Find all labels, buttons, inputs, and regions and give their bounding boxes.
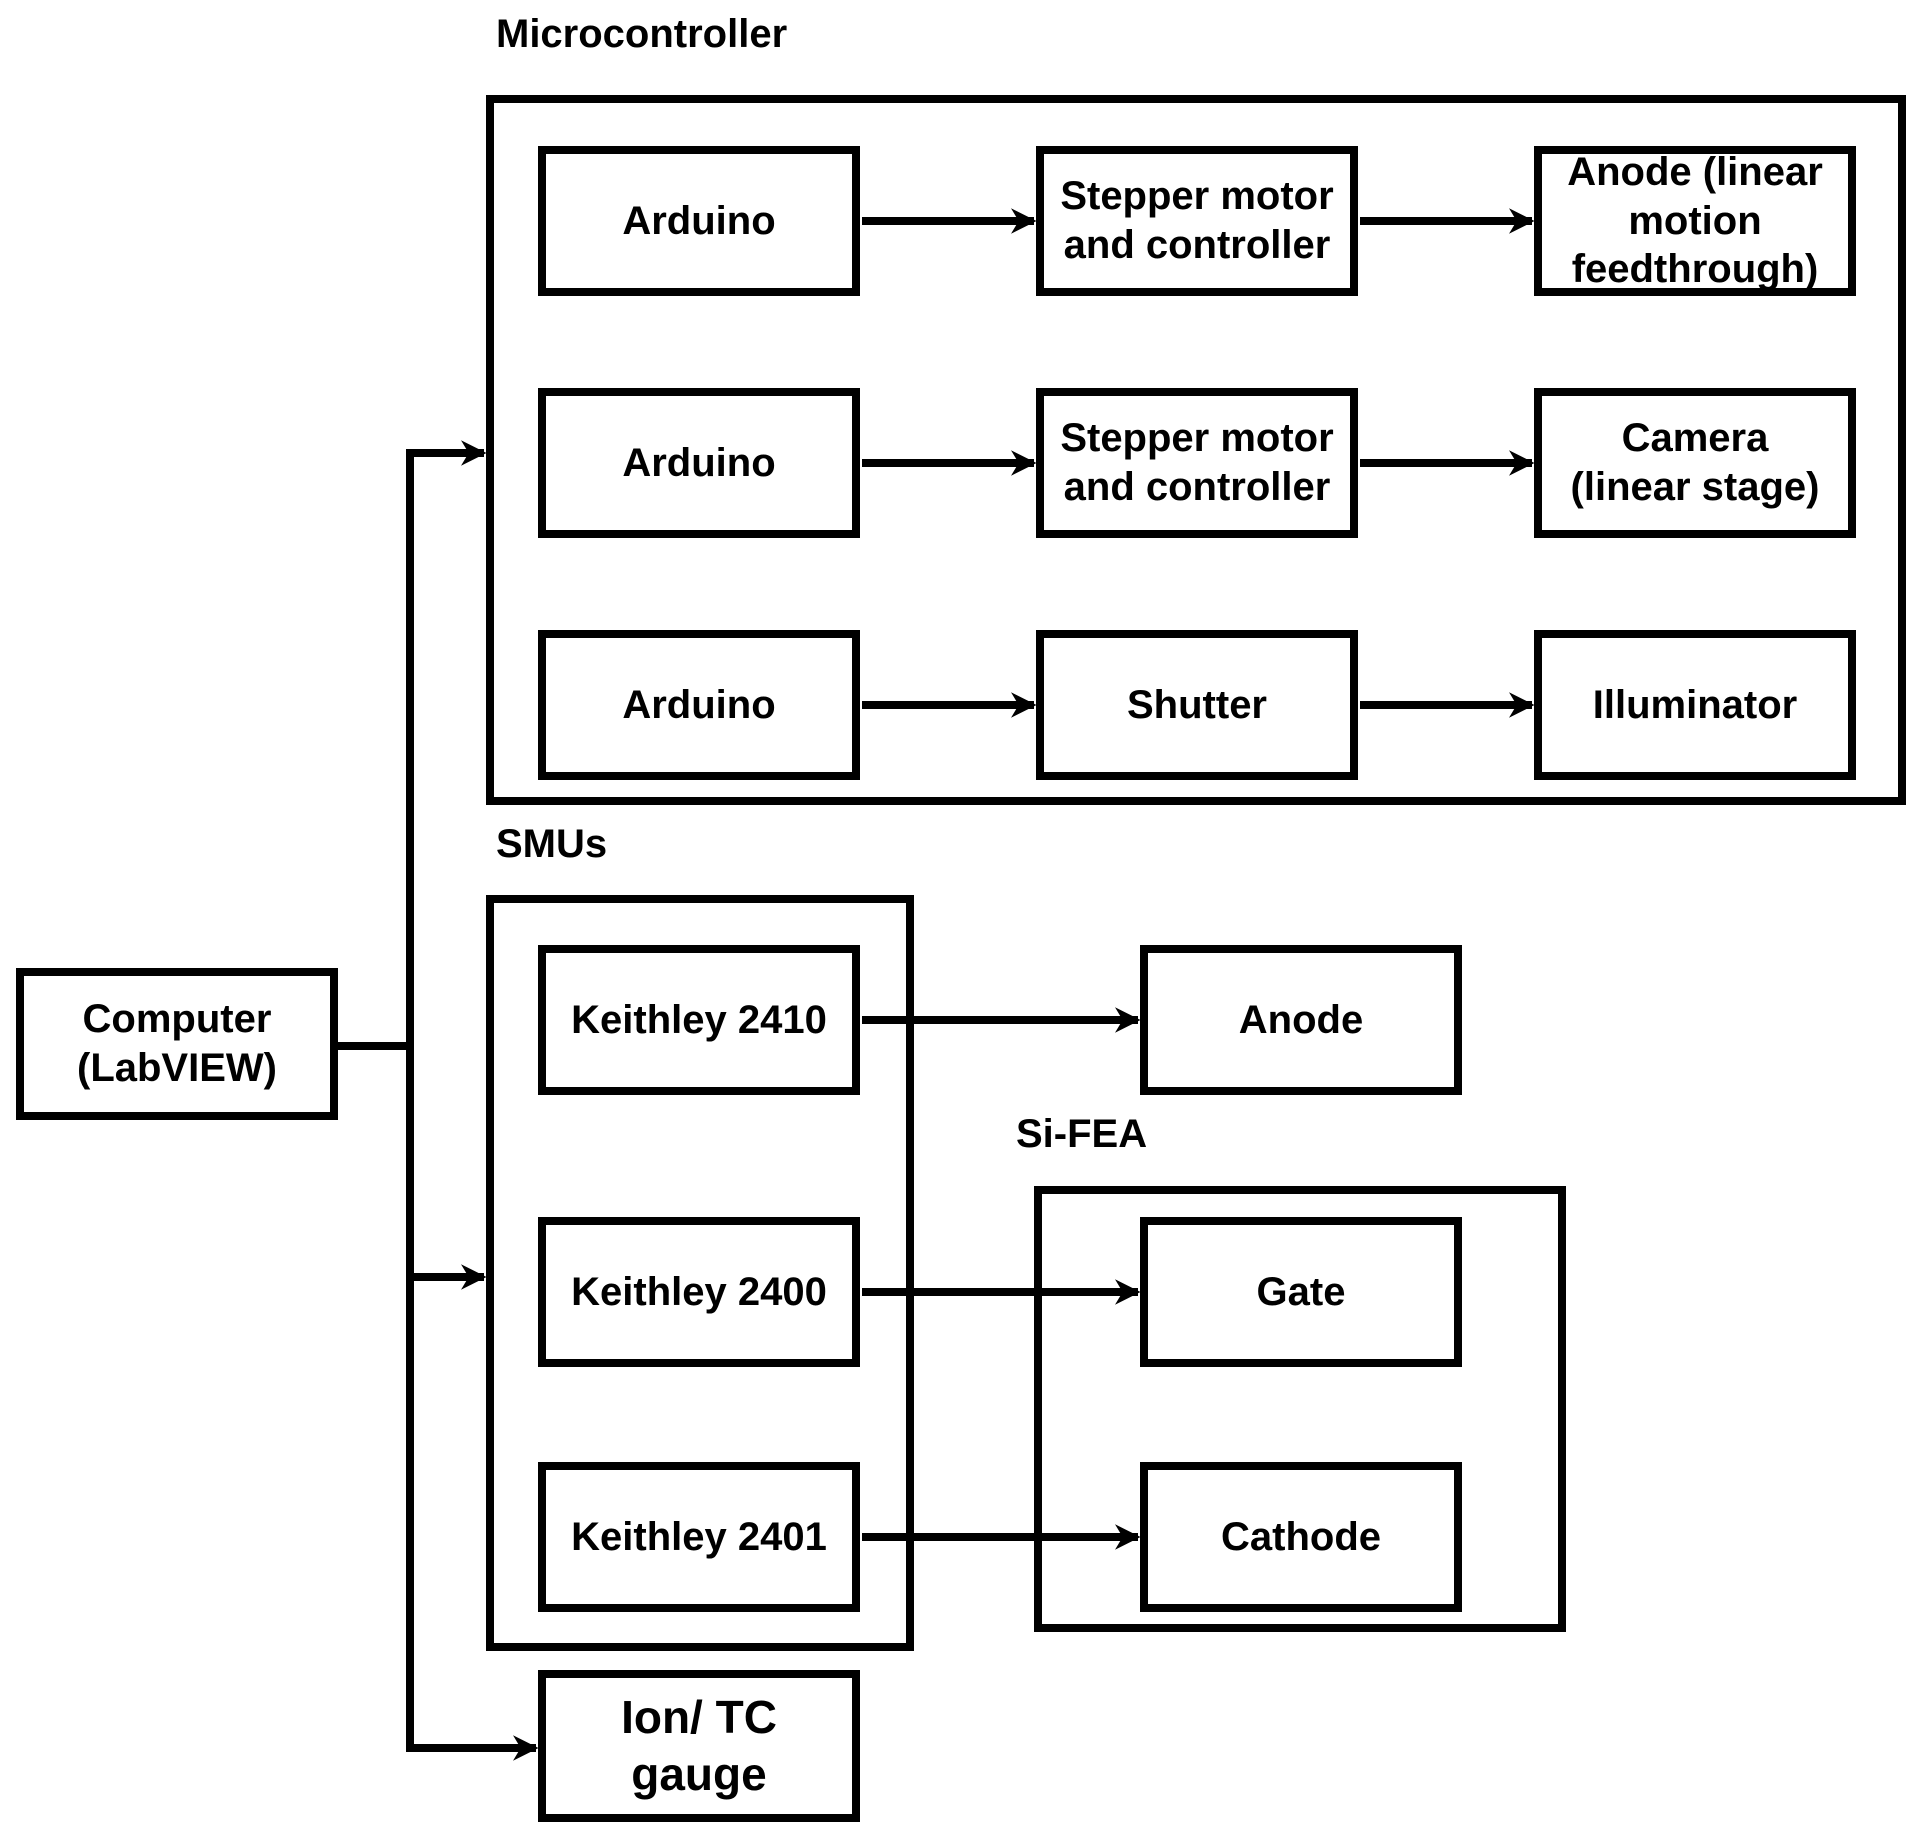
shutter-label: Shutter [1127,682,1267,727]
ion-tc-gauge-label: Ion/ TC gauge [621,1690,777,1801]
computer-node: Computer (LabVIEW) [16,968,338,1120]
arduino-3-label: Arduino [622,682,776,727]
camera-node: Camera (linear stage) [1534,388,1856,538]
stepper-1-label: Stepper motor and controller [1060,174,1334,267]
camera-label: Camera (linear stage) [1570,416,1820,509]
arduino-1-node: Arduino [538,146,860,296]
gate-node: Gate [1140,1217,1462,1367]
keithley-2400-node: Keithley 2400 [538,1217,860,1367]
microcontroller-group [486,95,1906,805]
cathode-node: Cathode [1140,1462,1462,1612]
smus-group-title: SMUs [496,822,608,866]
anode-node: Anode [1140,945,1462,1095]
gate-label: Gate [1256,1269,1346,1314]
keithley-2400-label: Keithley 2400 [571,1269,827,1314]
illuminator-node: Illuminator [1534,630,1856,780]
smus-group [486,895,914,1651]
anode-label: Anode [1238,997,1364,1042]
illuminator-label: Illuminator [1592,682,1798,727]
stepper-2-label: Stepper motor and controller [1060,416,1334,509]
keithley-2401-label: Keithley 2401 [571,1514,827,1559]
arduino-2-node: Arduino [538,388,860,538]
stepper-1-node: Stepper motor and controller [1036,146,1358,296]
computer-label: Computer (LabVIEW) [77,997,277,1090]
keithley-2410-label: Keithley 2410 [571,997,827,1042]
microcontroller-group-title: Microcontroller [496,12,788,56]
keithley-2401-node: Keithley 2401 [538,1462,860,1612]
cathode-label: Cathode [1221,1514,1381,1559]
anode-feedthrough-label: Anode (linear motion feedthrough) [1567,149,1823,292]
ion-tc-gauge-node: Ion/ TC gauge [538,1670,860,1822]
shutter-node: Shutter [1036,630,1358,780]
keithley-2410-node: Keithley 2410 [538,945,860,1095]
si-fea-group-title: Si-FEA [1016,1112,1148,1156]
stepper-2-node: Stepper motor and controller [1036,388,1358,538]
arduino-3-node: Arduino [538,630,860,780]
arduino-2-label: Arduino [622,440,776,485]
arduino-1-label: Arduino [622,198,776,243]
anode-feedthrough-node: Anode (linear motion feedthrough) [1534,146,1856,296]
si-fea-group [1034,1186,1566,1632]
